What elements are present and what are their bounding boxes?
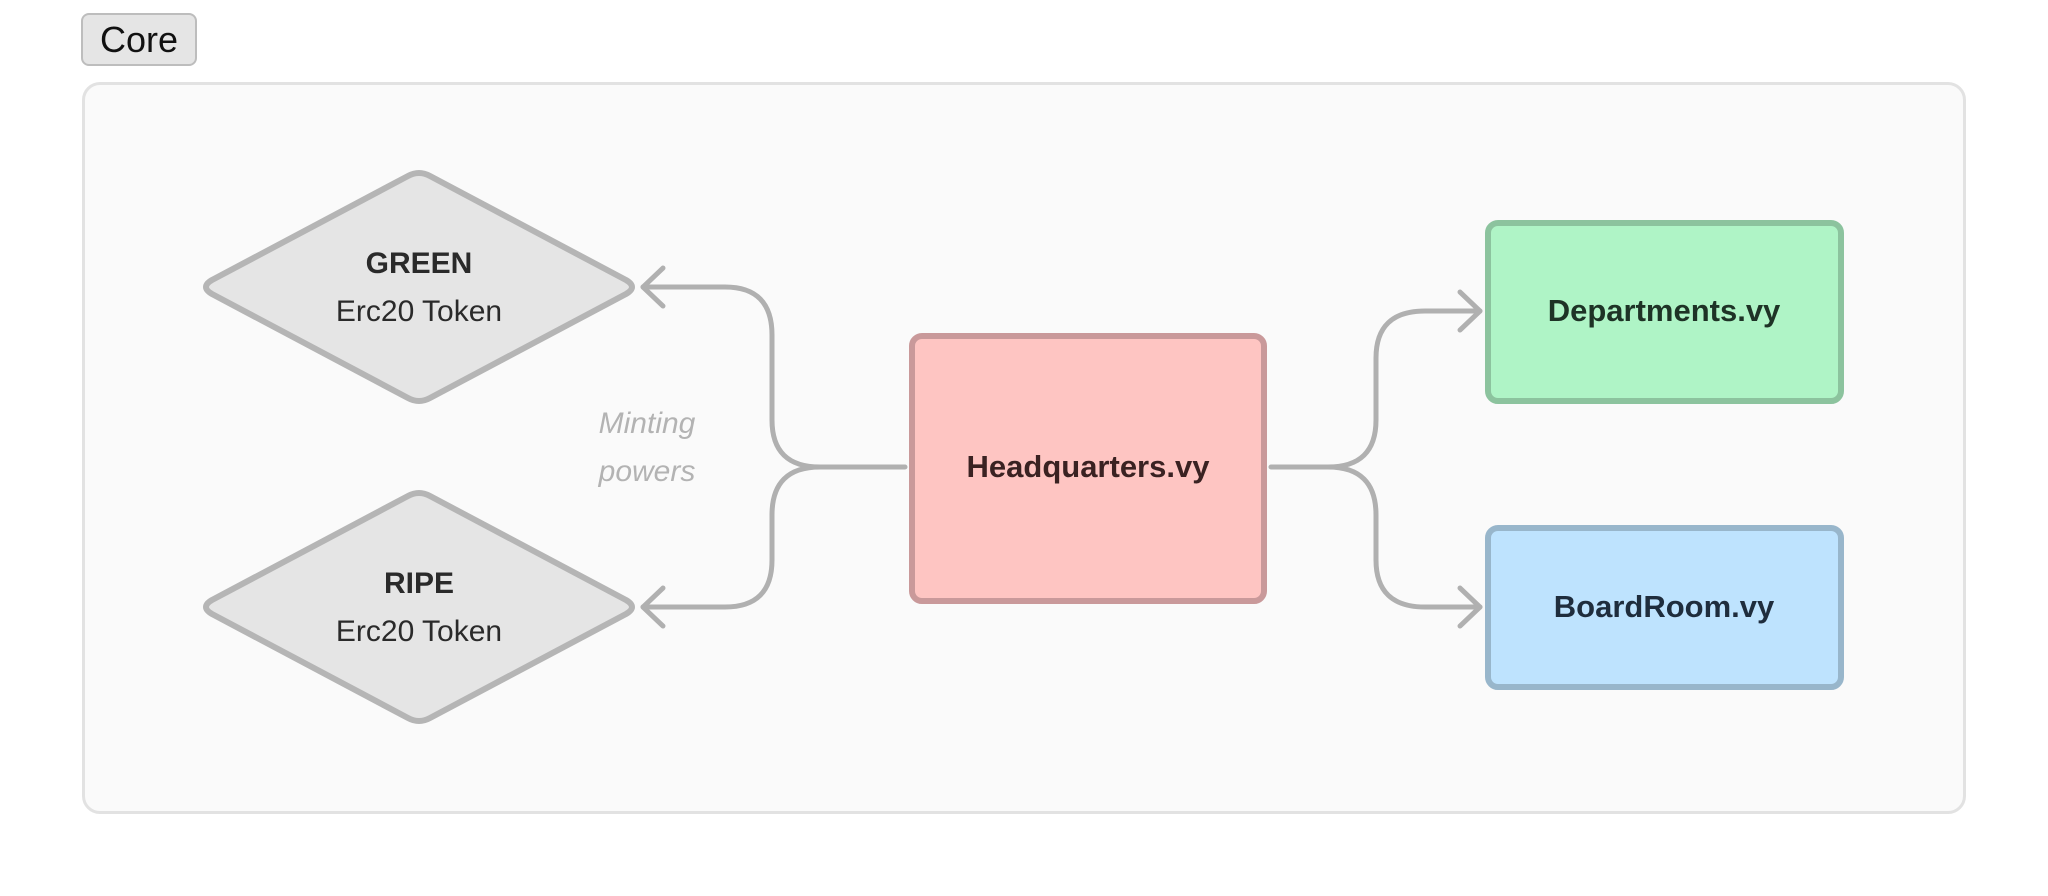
departments-label: Departments.vy	[1548, 293, 1781, 328]
connectors	[640, 265, 1483, 629]
headquarters-label: Headquarters.vy	[967, 449, 1211, 484]
arrowhead-departments	[1457, 289, 1483, 333]
group-label: Core	[81, 13, 197, 66]
ripe-token-subtitle: Erc20 Token	[336, 615, 502, 648]
green-token-shape	[203, 170, 635, 404]
arrowhead-boardroom	[1457, 585, 1483, 629]
ripe-token-shape	[203, 490, 635, 724]
connector-hq-to-boardroom	[1325, 464, 1483, 610]
departments-box	[1485, 220, 1844, 404]
departments-node: Departments.vy	[1485, 220, 1844, 404]
green-token-title: GREEN	[366, 247, 473, 280]
connector-hq-to-green	[640, 284, 908, 470]
boardroom-node: BoardRoom.vy	[1485, 525, 1844, 690]
boardroom-box	[1485, 525, 1844, 690]
arrowhead-green	[640, 265, 666, 309]
ripe-token-title: RIPE	[384, 567, 454, 600]
arrowhead-ripe	[640, 585, 666, 629]
headquarters-node: Headquarters.vy	[909, 333, 1267, 604]
green-token-node: GREEN Erc20 Token	[203, 170, 635, 404]
connector-hq-to-departments	[1268, 308, 1483, 470]
connector-hq-to-ripe	[640, 464, 823, 610]
ripe-token-node: RIPE Erc20 Token	[203, 490, 635, 724]
edge-annotation-line-1: Minting	[599, 407, 696, 440]
headquarters-box	[909, 333, 1267, 604]
edge-annotation-line-2: powers	[598, 455, 696, 488]
boardroom-label: BoardRoom.vy	[1554, 589, 1775, 624]
green-token-subtitle: Erc20 Token	[336, 295, 502, 328]
